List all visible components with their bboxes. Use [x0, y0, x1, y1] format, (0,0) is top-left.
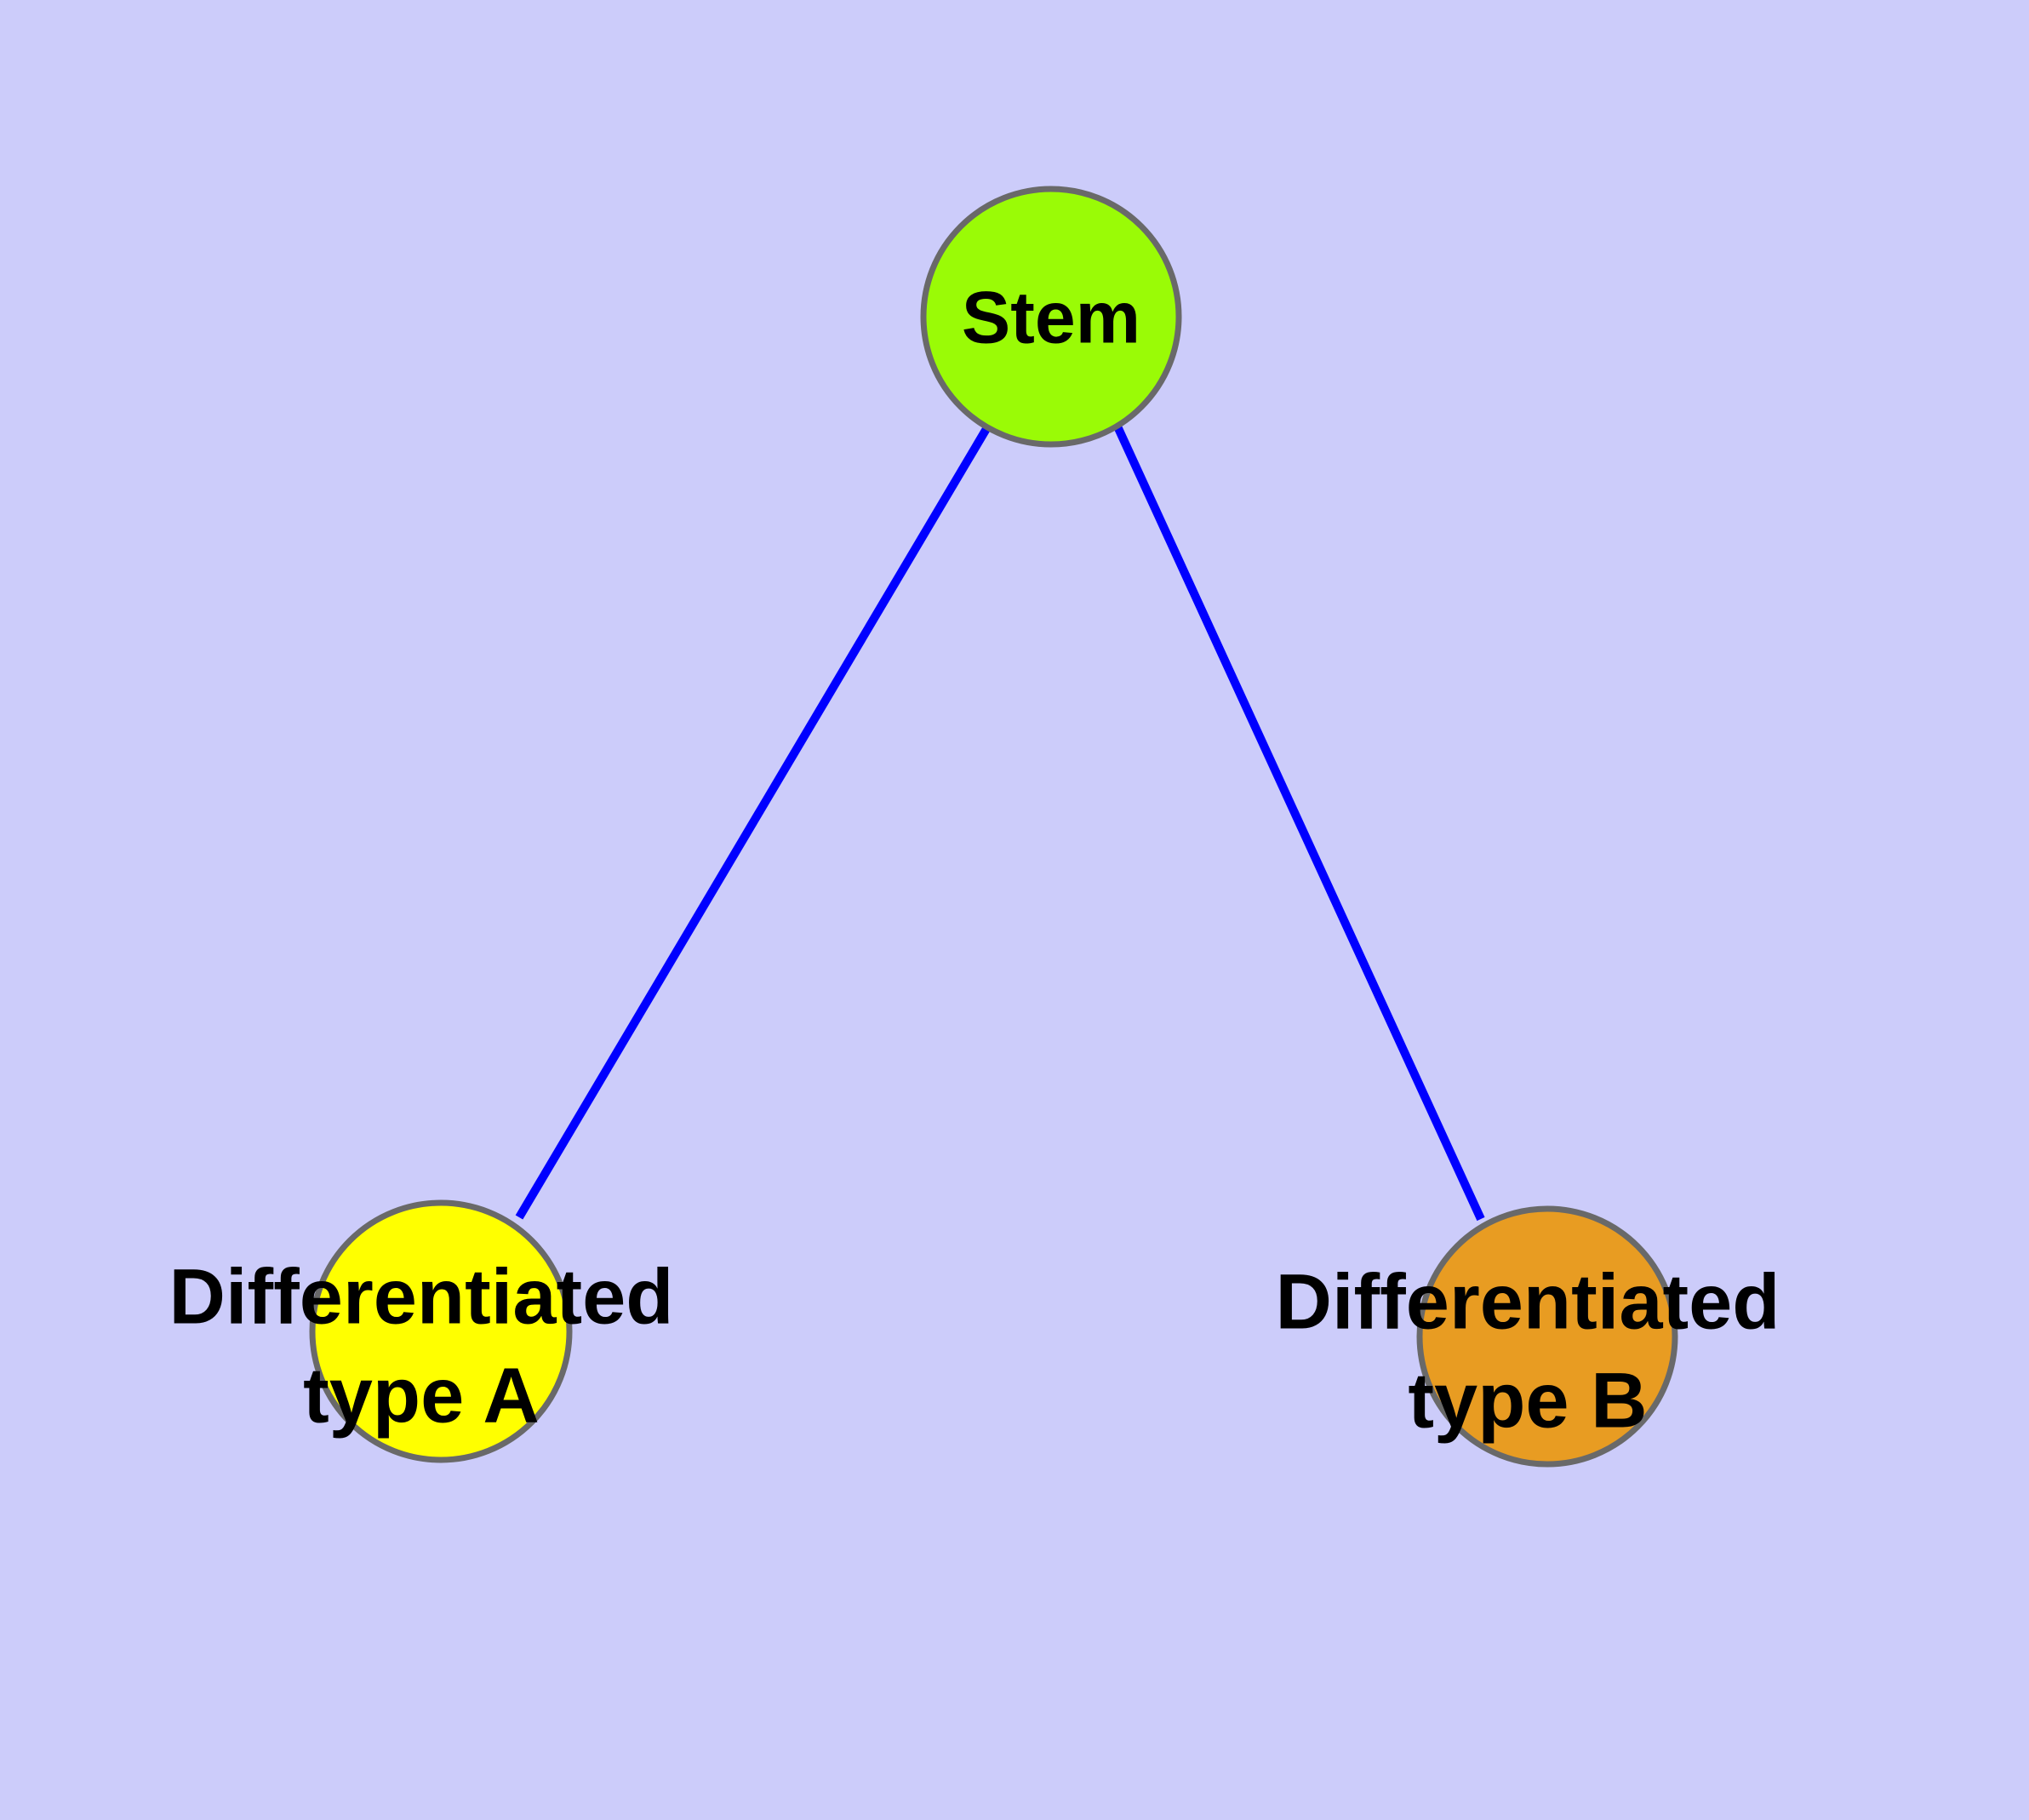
node-label-differentiated-type-b-line1: Differentiated: [1276, 1258, 1780, 1345]
node-differentiated-type-a[interactable]: [309, 1199, 573, 1463]
node-differentiated-type-b[interactable]: [1416, 1205, 1678, 1468]
edge-stem-to-differentiated-type-b: [1113, 424, 1485, 1222]
node-label-group-differentiated-type-b: Differentiated type B: [1276, 1258, 1780, 1444]
edge-layer: [515, 424, 1485, 1222]
node-circle-differentiated-type-b[interactable]: [1416, 1205, 1678, 1468]
edge-stem-to-differentiated-type-a: [515, 425, 992, 1220]
node-circle-differentiated-type-a[interactable]: [309, 1199, 573, 1463]
node-stem[interactable]: Stem: [920, 186, 1182, 448]
node-circle-stem[interactable]: [920, 186, 1182, 448]
node-label-differentiated-type-a-line1: Differentiated: [169, 1253, 674, 1340]
node-label-differentiated-type-a-line2: type A: [303, 1352, 540, 1439]
node-label-stem: Stem: [962, 278, 1140, 359]
node-label-differentiated-type-b-line2: type B: [1408, 1357, 1647, 1444]
node-label-group-differentiated-type-a: Differentiated type A: [169, 1253, 674, 1439]
